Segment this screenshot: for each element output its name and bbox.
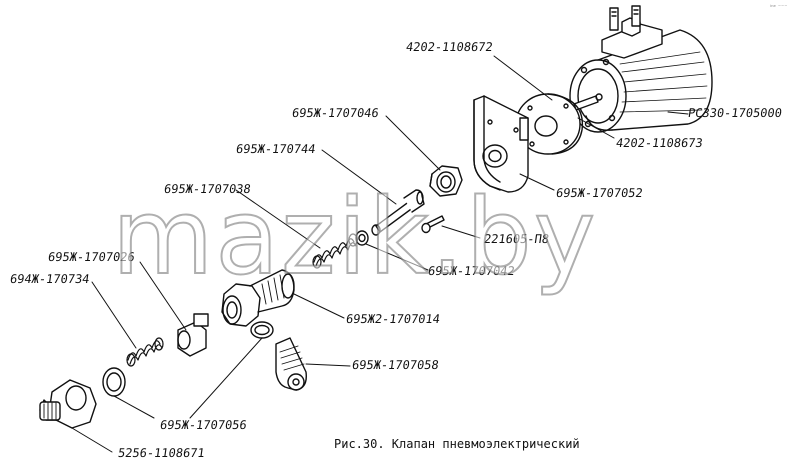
label-union: 5256-1108671 (117, 446, 206, 460)
label-bracket-plate: 4202-1108673 (615, 136, 704, 150)
screw (421, 215, 445, 234)
label-valve-housing: РС330-1705000 (687, 106, 783, 120)
label-fitting: 695Ж2-1707014 (345, 312, 441, 326)
rod (371, 189, 425, 236)
fitting (221, 269, 295, 327)
valve-seat (177, 313, 209, 357)
label-spring-lower: 694Ж-170734 (9, 272, 91, 286)
bracket-plate (473, 95, 529, 193)
label-rod: 695Ж-170744 (235, 142, 317, 156)
watermark: mazik.by (111, 176, 598, 298)
leader-lines (71, 55, 689, 453)
nipple (275, 337, 307, 391)
union (39, 379, 97, 429)
label-nipple: 695Ж-1707058 (351, 358, 440, 372)
valve-housing (569, 5, 713, 133)
gasket-disc (515, 93, 584, 155)
spring-upper (312, 233, 358, 269)
label-nut: 695Ж-1707046 (291, 106, 380, 120)
ring-lower (102, 367, 126, 397)
nut (429, 165, 463, 197)
label-ring: 695Ж-1707056 (159, 418, 248, 432)
corner-mark: ᵢₙₑ ₋₋₋ (770, 2, 788, 9)
figure-caption: Рис.30. Клапан пневмоэлектрический (334, 437, 580, 451)
spring-lower (126, 337, 164, 367)
washer-small (355, 230, 369, 246)
label-gasket: 4202-1108672 (405, 40, 494, 54)
o-ring (250, 321, 274, 339)
